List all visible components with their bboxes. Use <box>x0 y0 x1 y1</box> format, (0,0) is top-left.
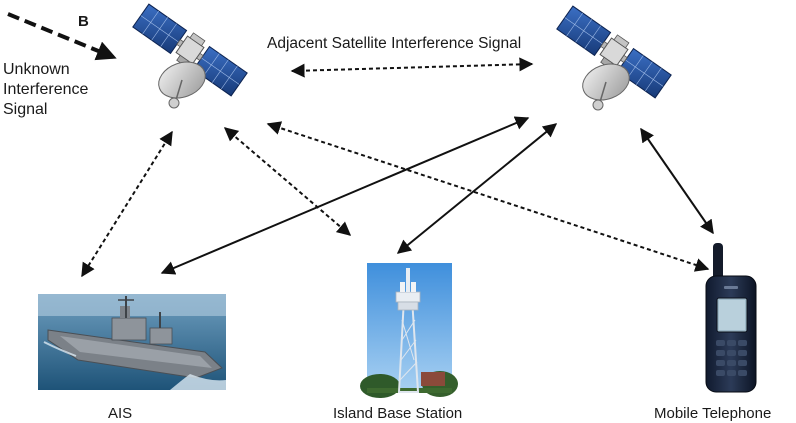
link-sat-right-base <box>396 123 558 254</box>
mobile-telephone-label: Mobile Telephone <box>654 405 772 422</box>
link-sat-left-phone <box>266 121 710 272</box>
island-base-station-label: Island Base Station <box>333 405 463 422</box>
satellite-left-icon <box>130 1 250 109</box>
unknown-interference-label: Unknown Interference Signal <box>3 61 89 118</box>
link-sat-left-ais <box>81 130 173 278</box>
warship-image <box>38 294 226 390</box>
interference-b-arrow <box>7 12 117 61</box>
adjacent-interference-label: Adjacent Satellite Interference Signal <box>267 35 522 52</box>
interference-marker-label: B <box>78 13 89 30</box>
base-station-tower-image <box>360 263 458 398</box>
link-sat-right-ais <box>160 116 530 275</box>
satellite-right-icon <box>554 3 674 111</box>
ais-label: AIS <box>108 405 133 422</box>
adjacent-interference-link <box>290 57 534 78</box>
link-sat-right-phone <box>640 127 714 235</box>
satellite-phone-image <box>705 243 757 393</box>
